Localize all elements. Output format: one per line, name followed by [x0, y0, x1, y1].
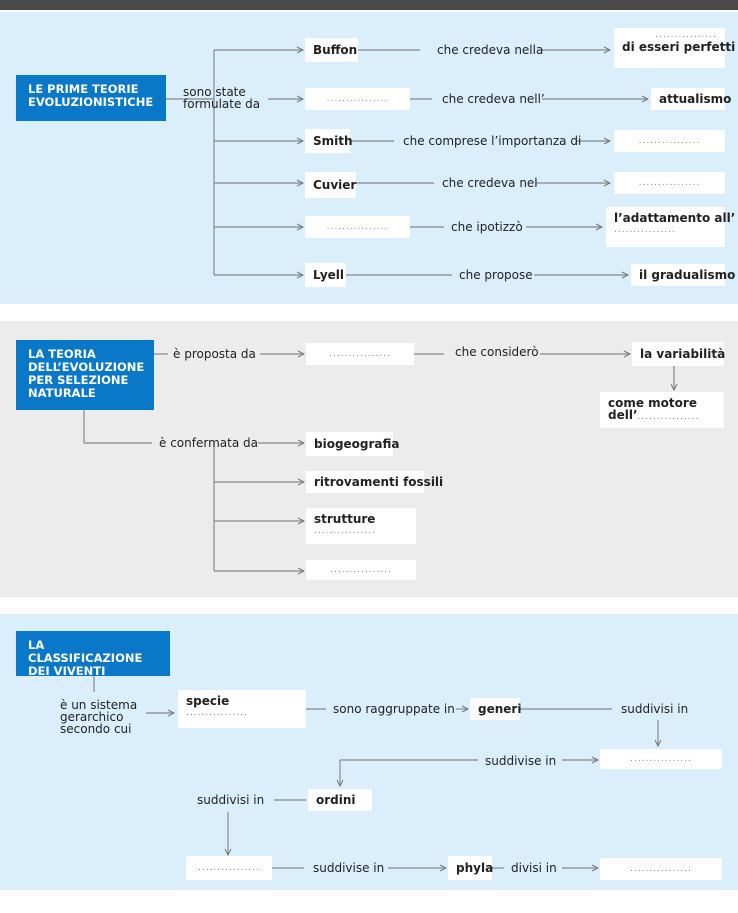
- box-buffon: Buffon: [305, 38, 358, 62]
- box-lyell: Lyell: [305, 263, 346, 287]
- result-text: di esseri perfetti: [622, 40, 736, 54]
- box-species: specie ................: [178, 690, 306, 728]
- title-line: LE PRIME TEORIE: [28, 82, 139, 96]
- verb-label: che credeva nel: [442, 176, 538, 190]
- box-cuvier: Cuvier: [305, 172, 356, 198]
- blank-dots: ................: [655, 30, 717, 40]
- blank-dots: ................: [637, 412, 700, 422]
- blank-box[interactable]: ................: [305, 88, 410, 110]
- box-fossils: ritrovamenti fossili: [306, 471, 443, 493]
- title-early-theories: LE PRIME TEORIE EVOLUZIONISTICHE: [16, 75, 166, 121]
- title-line: LA CLASSIFICAZIONE: [28, 638, 143, 665]
- connector-line: sono state: [183, 85, 246, 99]
- blank-box[interactable]: ................: [614, 172, 725, 194]
- system-line: secondo cui: [60, 722, 132, 736]
- blank-box[interactable]: ................: [306, 560, 416, 580]
- structures-text: strutture: [314, 512, 376, 526]
- blank-box[interactable]: ................: [600, 749, 722, 769]
- verb-label: che ipotizzò: [451, 220, 523, 234]
- connector-line: formulate da: [183, 97, 261, 111]
- title-line: LA TEORIA: [28, 347, 96, 361]
- box-biogeography: biogeografia: [306, 432, 400, 456]
- blank-box[interactable]: ................: [614, 130, 725, 152]
- verb-label: che comprese l’importanza di: [403, 134, 582, 148]
- verb-label: che credeva nell’: [442, 92, 545, 106]
- label-divided-in: suddivise in: [313, 861, 385, 875]
- connector-formulated-by: sono state formulate da: [183, 86, 260, 110]
- label-hierarchical-system: è un sistema gerarchico secondo cui: [60, 699, 137, 735]
- box-adaptation: l’adattamento all’ ................: [606, 207, 735, 247]
- title-line: NATURALE: [28, 386, 96, 400]
- blank-dots: ................: [614, 225, 676, 235]
- title-natural-selection: LA TEORIA DELL’EVOLUZIONE PER SELEZIONE …: [16, 340, 154, 410]
- label-confirmed-by: è confermata da: [159, 436, 258, 450]
- title-line: DEI VIVENTI: [28, 664, 106, 678]
- box-structures: strutture ................: [306, 508, 416, 544]
- box-actualism: attualismo: [651, 88, 731, 110]
- box-motor: come motore dell’................: [600, 392, 724, 428]
- verb-label: che credeva nella: [437, 43, 544, 57]
- title-line: PER SELEZIONE: [28, 373, 129, 387]
- motor-text: come motore: [608, 396, 697, 410]
- blank-box[interactable]: ................: [600, 858, 722, 880]
- blank-box[interactable]: ................: [305, 216, 410, 238]
- label-divided-in: suddivisi in: [197, 793, 265, 807]
- box-phyla: phyla: [448, 856, 493, 880]
- box-smith: Smith: [305, 129, 353, 153]
- box-gradualism: il gradualismo: [631, 264, 735, 286]
- box-variability: la variabilità: [632, 342, 725, 366]
- label-considered: che considerò: [455, 345, 539, 359]
- blank-box[interactable]: ................: [186, 856, 272, 880]
- blank-dots: ................: [186, 708, 248, 718]
- verb-label: che propose: [459, 268, 533, 282]
- label-grouped-in: sono raggruppate in: [333, 702, 455, 716]
- blank-box[interactable]: ................: [306, 343, 414, 365]
- box-genera: generi: [470, 698, 521, 720]
- title-classification: LA CLASSIFICAZIONE DEI VIVENTI: [16, 631, 170, 678]
- species-text: specie: [186, 694, 230, 708]
- title-line: DELL’EVOLUZIONE: [28, 360, 145, 374]
- box-orders: ordini: [308, 789, 372, 811]
- motor-word: dell’: [608, 408, 638, 422]
- top-bar: [0, 0, 738, 10]
- blank-dots: ................: [314, 526, 376, 536]
- system-line: è un sistema: [60, 698, 138, 712]
- title-line: EVOLUZIONISTICHE: [28, 95, 154, 109]
- system-line: gerarchico: [60, 710, 124, 724]
- label-divided-in: suddivisi in: [621, 702, 689, 716]
- result-text: l’adattamento all’: [614, 211, 736, 225]
- label-divided-in: suddivise in: [485, 754, 557, 768]
- label-proposed-by: è proposta da: [173, 347, 256, 361]
- label-divided-in: divisi in: [511, 861, 557, 875]
- box-perfect-beings: ................ di esseri perfetti: [614, 28, 735, 68]
- motor-text-2: dell’................: [608, 409, 699, 423]
